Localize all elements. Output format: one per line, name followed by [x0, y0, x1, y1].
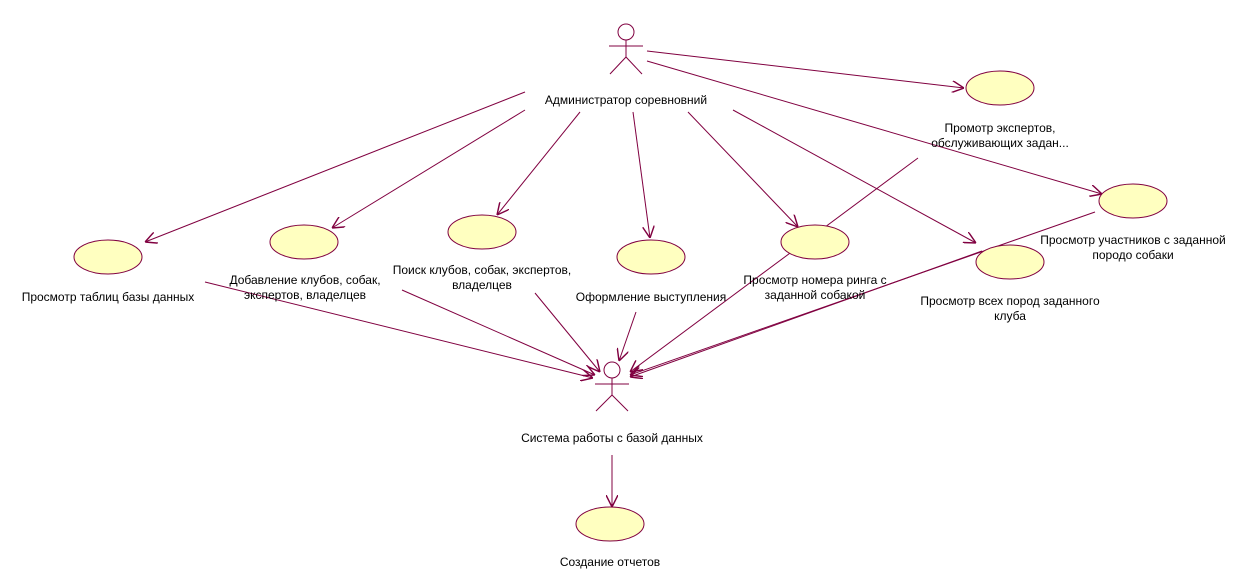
- usecase-experts-label: Промотр экспертов, обслуживающих задан..…: [931, 121, 1069, 150]
- usecase-search-ellipse[interactable]: [447, 214, 517, 250]
- usecase-reports-ellipse[interactable]: [575, 506, 645, 542]
- actor-system-label: Система работы с базой данных: [521, 431, 703, 445]
- assoc-admin-participants: [646, 60, 1102, 194]
- system-associations: [204, 157, 1096, 507]
- assoc-admin-perf: [632, 111, 650, 238]
- actor-system-icon: [595, 361, 629, 412]
- assoc-admin-add: [332, 109, 526, 228]
- assoc-add-system: [401, 289, 595, 375]
- usecase-add-ellipse[interactable]: [269, 224, 339, 260]
- assoc-perf-system: [619, 311, 637, 361]
- usecase-participants-label: Просмотр участников с заданной породо со…: [1040, 233, 1226, 262]
- admin-associations: [145, 50, 1102, 243]
- usecase-perf-label: Оформление выступления: [575, 290, 727, 304]
- assoc-admin-tables: [145, 91, 526, 242]
- usecase-participants-ellipse[interactable]: [1098, 183, 1168, 219]
- assoc-participants-system: [630, 211, 1096, 375]
- usecase-tables-ellipse[interactable]: [73, 239, 143, 275]
- usecase-tables-label: Просмотр таблиц базы данных: [21, 290, 195, 304]
- usecase-breeds-label: Просмотр всех пород заданного клуба: [920, 294, 1100, 323]
- usecase-perf-ellipse[interactable]: [616, 239, 686, 275]
- usecase-reports-label: Создание отчетов: [559, 555, 661, 569]
- usecase-add-label: Добавление клубов, собак, экспертов, вла…: [229, 273, 381, 302]
- actor-admin-label: Администратор соревновний: [544, 93, 708, 107]
- usecase-search-label: Поиск клубов, собак, экспертов, владелце…: [392, 263, 572, 292]
- actor-admin-icon: [609, 23, 643, 75]
- assoc-admin-breeds: [732, 109, 976, 243]
- assoc-admin-experts: [646, 50, 964, 88]
- assoc-search-system: [534, 292, 600, 372]
- usecase-ring-ellipse[interactable]: [780, 224, 850, 260]
- assoc-experts-system: [630, 157, 919, 372]
- assoc-tables-system: [204, 281, 593, 378]
- usecase-ring-label: Просмотр номера ринга с заданной собакой: [743, 273, 887, 302]
- assoc-admin-ring: [687, 111, 798, 227]
- usecase-breeds-ellipse[interactable]: [975, 244, 1045, 280]
- assoc-admin-search: [497, 111, 581, 215]
- usecase-experts-ellipse[interactable]: [965, 70, 1035, 106]
